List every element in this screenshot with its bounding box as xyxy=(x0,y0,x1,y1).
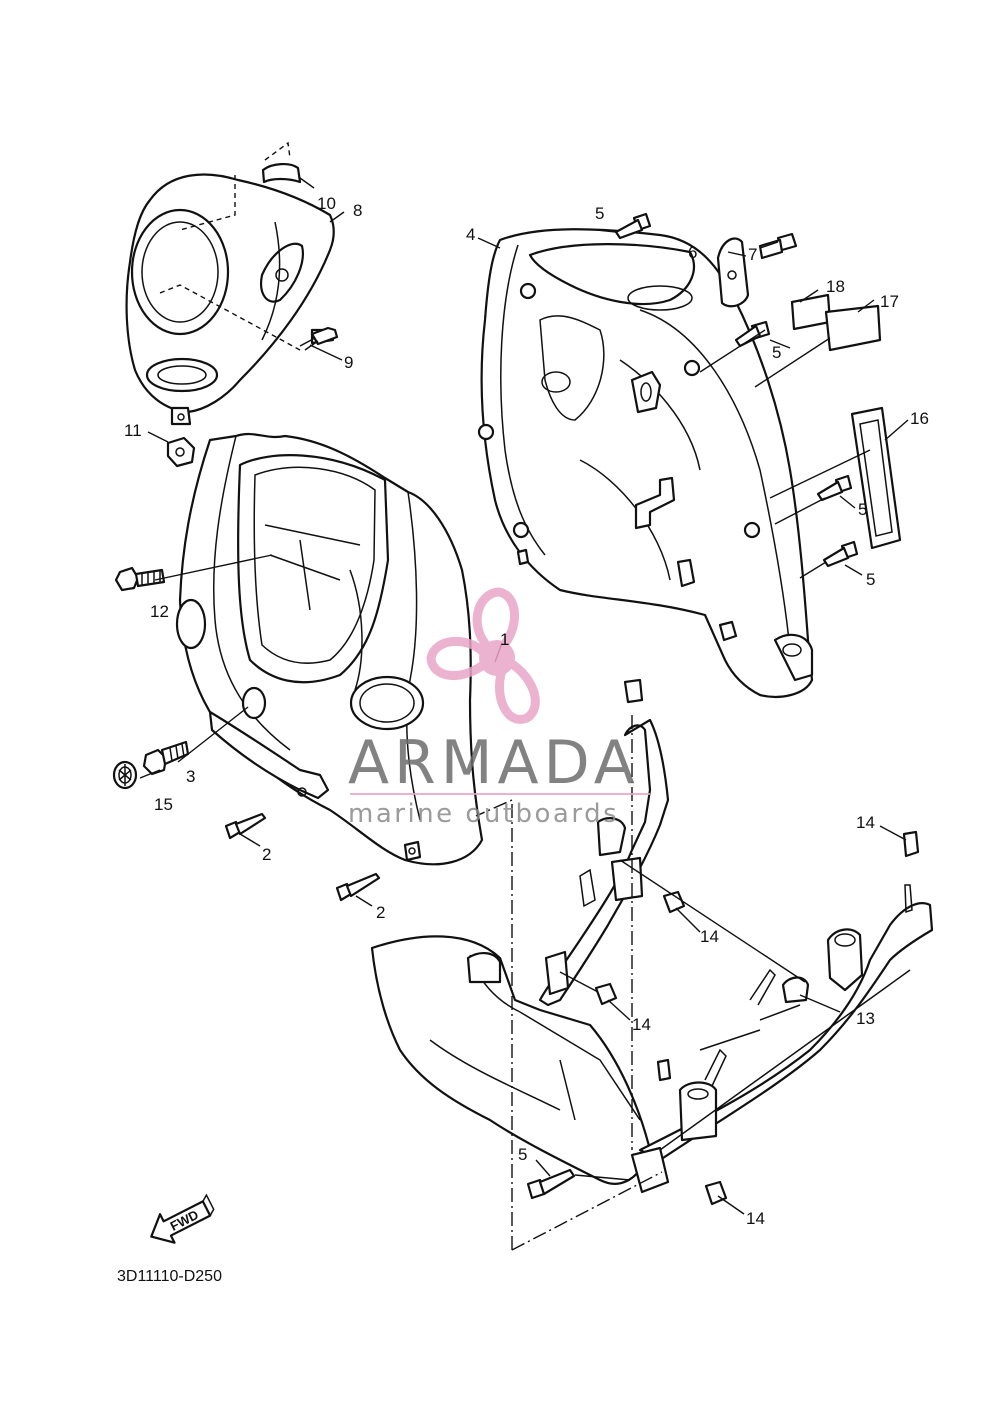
part-10-seal xyxy=(261,163,302,184)
propeller-icon xyxy=(426,587,540,724)
callout-5-right-lower: 5 xyxy=(866,570,875,589)
callout-13: 13 xyxy=(856,1009,875,1028)
part-1-leg-shield xyxy=(175,432,484,866)
callout-14-a: 14 xyxy=(856,813,875,832)
part-5-screw-bottom xyxy=(526,1168,576,1200)
part-5-screw-right-upper xyxy=(816,474,853,502)
callout-9: 9 xyxy=(344,353,353,372)
callout-18: 18 xyxy=(826,277,845,296)
diagram-code: 3D11110-D250 xyxy=(117,1268,222,1285)
part-13-lower-frame xyxy=(370,678,934,1194)
callout-6: 6 xyxy=(688,243,697,262)
fwd-arrow-icon: FWD xyxy=(150,1193,215,1244)
callout-3: 3 xyxy=(186,767,195,786)
callout-14-b: 14 xyxy=(700,927,719,946)
leader-lines xyxy=(139,177,909,1251)
part-16-gasket xyxy=(850,406,902,550)
callout-10: 10 xyxy=(317,194,336,213)
watermark-brand: ARMADA xyxy=(348,728,640,798)
callout-12: 12 xyxy=(150,602,169,621)
part-6-bracket xyxy=(716,237,750,308)
part-14-clip-1 xyxy=(662,890,686,914)
callout-5-mid: 5 xyxy=(772,343,781,362)
part-9-screw xyxy=(299,326,339,351)
callout-14-c: 14 xyxy=(632,1015,651,1034)
callout-7: 7 xyxy=(748,245,757,264)
callout-2-upper: 2 xyxy=(262,845,271,864)
callout-11: 11 xyxy=(124,421,142,440)
callout-17: 17 xyxy=(880,292,899,311)
callout-15: 15 xyxy=(154,795,173,814)
callout-5-bottom: 5 xyxy=(518,1145,527,1164)
callout-2-lower: 2 xyxy=(376,903,385,922)
part-15-grommet xyxy=(112,760,138,790)
part-3-bolt xyxy=(142,740,190,776)
part-12-bolt xyxy=(114,566,166,592)
part-2-screw-upper xyxy=(224,812,267,840)
part-8-headlight-cover xyxy=(125,173,335,426)
part-14-clip-3 xyxy=(902,830,920,858)
part-4-inner-panel xyxy=(477,228,814,698)
part-11-nut xyxy=(166,436,196,468)
part-5-screw-top xyxy=(614,212,652,240)
part-2-screw-lower xyxy=(335,872,381,902)
callout-5-top: 5 xyxy=(595,204,604,223)
callouts: 1 2 2 3 4 5 5 5 5 5 6 7 8 9 10 11 12 13 … xyxy=(124,194,929,1228)
callout-1: 1 xyxy=(500,630,509,649)
part-5-screw-mid xyxy=(734,320,771,348)
part-17-label xyxy=(824,304,882,352)
callout-4: 4 xyxy=(466,225,475,244)
watermark-tagline: marine outboards xyxy=(348,799,619,829)
callout-16: 16 xyxy=(910,409,929,428)
part-14-clip-2 xyxy=(594,982,618,1006)
callout-8: 8 xyxy=(353,201,362,220)
part-14-clip-4 xyxy=(704,1180,728,1206)
watermark: ARMADA marine outboards xyxy=(348,587,650,829)
callout-14-d: 14 xyxy=(746,1209,765,1228)
part-18-label xyxy=(790,293,832,331)
part-14-clip-5 xyxy=(656,1058,672,1082)
part-5-screw-right-lower xyxy=(822,540,859,568)
callout-5-right-upper: 5 xyxy=(858,500,867,519)
part-7-bolt xyxy=(758,232,798,260)
